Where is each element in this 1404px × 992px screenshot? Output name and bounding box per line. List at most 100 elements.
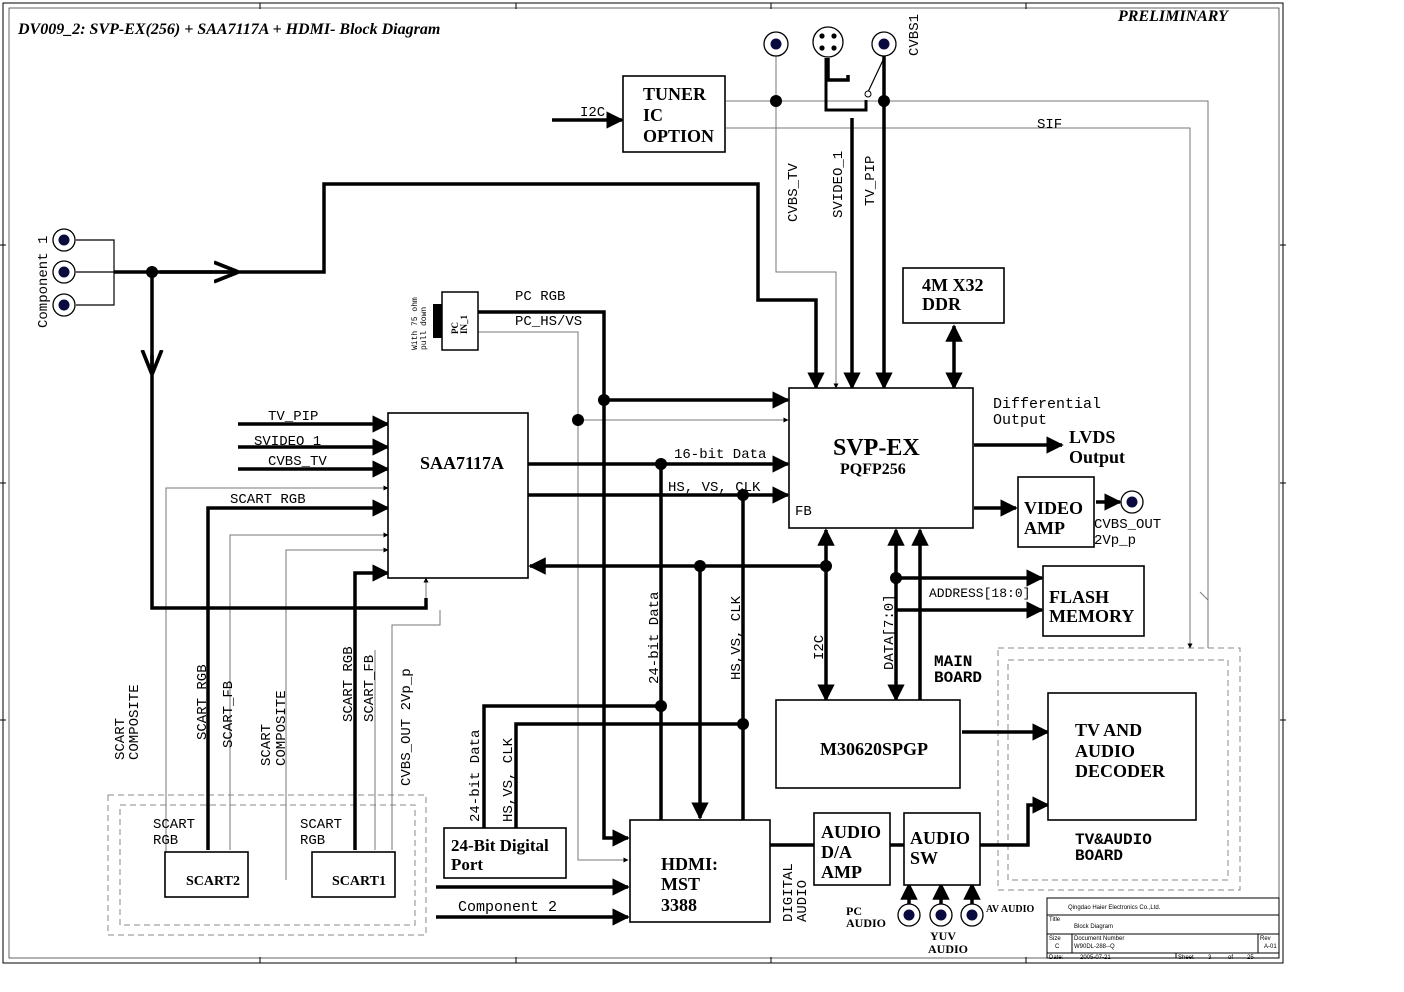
- cvbs-out-vertical-label: CVBS_OUT 2Vp_p: [399, 668, 415, 786]
- document-number-label: Document Number: [1074, 936, 1124, 942]
- pc-audio-jack: [897, 903, 921, 927]
- input-switch: [824, 58, 868, 112]
- audio-amp-line-1: AUDIO: [821, 822, 881, 842]
- pc-in-connector: PC IN_1: [433, 291, 479, 351]
- cvbs-out-label-2: 2Vp_p: [1094, 533, 1136, 549]
- tuner-line-3: OPTION: [643, 126, 714, 146]
- pc-in-label-1: PC: [450, 322, 460, 334]
- pc-rgb-label: PC RGB: [515, 289, 565, 305]
- lvds-label-1: LVDS: [1069, 427, 1115, 447]
- digital-audio-label-2: AUDIO: [795, 880, 811, 922]
- hdmi-line-3: 3388: [661, 895, 697, 915]
- ddr-box: [902, 267, 1005, 324]
- scart-rgb-a-label: SCART RGB: [195, 664, 211, 740]
- svp-ex-name: SVP-EX: [833, 435, 920, 461]
- date-label: Date:: [1049, 955, 1064, 961]
- data-16bit-label: 16-bit Data: [674, 447, 766, 463]
- scart1-rgb-label-2: RGB: [300, 833, 325, 849]
- rev-label: Rev: [1260, 936, 1271, 942]
- address-bus-label: ADDRESS[18:0]: [929, 586, 1030, 601]
- scart-fb-b-label: SCART_FB: [362, 655, 378, 722]
- decoder-line-2: AUDIO: [1075, 741, 1135, 761]
- svp-ex-package: PQFP256: [840, 461, 906, 478]
- video-amp-line-2: AMP: [1024, 518, 1065, 538]
- board-regions: [107, 647, 1241, 936]
- size-label: Size: [1049, 936, 1061, 942]
- port-hs-vs-clk-label: HS,VS, CLK: [501, 737, 517, 822]
- title-value: Block Diagram: [1074, 924, 1113, 930]
- title-block: Qingdao Haier Electronics Co.,Ltd. Title…: [1046, 897, 1280, 961]
- pc-audio-label-1: PC: [846, 904, 862, 918]
- pc-in-label-2: IN_1: [459, 314, 469, 334]
- scart2-rgb-label-1: SCART: [153, 817, 195, 833]
- scart-composite-a-line-1: SCART: [113, 718, 129, 760]
- company-name: Qingdao Haier Electronics Co.,Ltd.: [1068, 905, 1161, 911]
- hs-vs-clk-vertical-label: HS,VS, CLK: [729, 595, 745, 680]
- tvaudio-board-label-2: BOARD: [1075, 847, 1123, 865]
- yuv-audio-jack: [929, 903, 953, 927]
- date-value: 2005-07-21: [1080, 955, 1111, 961]
- scart-composite-b-line-1: SCART: [259, 724, 275, 766]
- differential-output-line-1: Differential: [993, 396, 1101, 413]
- cvbs-out-label-1: CVBS_OUT: [1094, 517, 1161, 533]
- diagram-title: DV009_2: SVP-EX(256) + SAA7117A + HDMI- …: [17, 21, 440, 38]
- hdmi-line-2: MST: [661, 874, 700, 894]
- audio-amp-line-2: D/A: [821, 842, 852, 862]
- port-data-24bit-label: 24-bit Data: [468, 730, 484, 822]
- of-label: of: [1228, 955, 1233, 961]
- decoder-line-3: DECODER: [1075, 761, 1166, 781]
- component1-jack-pb: [52, 260, 76, 284]
- i2c-tuner-label: I2C: [580, 105, 605, 121]
- audio-sw-box: [903, 812, 981, 886]
- svideo-1-vertical-label: SVIDEO_1: [831, 151, 847, 218]
- rca-jacks: [52, 31, 1144, 927]
- saa7117a-box: [387, 412, 529, 579]
- digital-port-box: [443, 827, 567, 879]
- main-board-label-2: BOARD: [934, 669, 982, 687]
- svp-ex-box: [788, 387, 974, 529]
- scart-rgb-b-label: SCART RGB: [341, 646, 357, 722]
- data-7-0-label: DATA[7:0]: [882, 594, 898, 670]
- tv-pip-label: TV_PIP: [268, 409, 318, 425]
- scart-composite-b-line-2: COMPOSITE: [274, 690, 290, 766]
- document-number-value: W90DL-288--Q: [1074, 944, 1115, 950]
- tuner-line-2: IC: [643, 105, 663, 125]
- scart-rgb-input-label: SCART RGB: [230, 492, 306, 508]
- audio-sw-line-2: SW: [910, 848, 938, 868]
- digital-audio-label-1: DIGITAL: [781, 863, 797, 922]
- pc-audio-label-2: AUDIO: [846, 916, 886, 930]
- pulldown-note-2: pull down: [420, 307, 429, 350]
- junction-dots: [146, 95, 902, 730]
- switch-contact: [864, 90, 872, 98]
- video-amp-box: [1017, 476, 1095, 548]
- component1-jack-y: [52, 228, 76, 252]
- pc-hsvs-label: PC_HS/VS: [515, 314, 582, 330]
- cvbs1-jack: [871, 31, 897, 57]
- pulldown-note-1: With 75 ohm: [411, 297, 420, 350]
- av-audio-label: AV AUDIO: [986, 904, 1034, 915]
- data-24bit-vertical-label: 24-bit Data: [647, 592, 663, 684]
- m30620spgp-name: M30620SPGP: [820, 739, 928, 759]
- component1-jack-pr: [52, 293, 76, 317]
- size-value: C: [1055, 944, 1060, 950]
- ddr-line-2: DDR: [922, 294, 962, 314]
- tuner-box: [622, 75, 726, 153]
- hdmi-line-1: HDMI:: [661, 854, 718, 874]
- scart-fb-a-label: SCART_FB: [221, 681, 237, 748]
- tv-pip-vertical-label: TV_PIP: [863, 156, 879, 206]
- ddr-line-1: 4M X32: [922, 275, 984, 295]
- bus-lines: [114, 44, 1122, 926]
- scart2-rgb-label-2: RGB: [153, 833, 178, 849]
- saa7117a-name: SAA7117A: [420, 453, 504, 473]
- scart2-box: [164, 851, 249, 898]
- digital-port-line-1: 24-Bit Digital: [451, 836, 549, 855]
- tvaudio-board-label-1: TV&AUDIO: [1075, 831, 1152, 849]
- of-value: 25: [1247, 955, 1254, 961]
- video-amp-line-1: VIDEO: [1024, 498, 1083, 518]
- scart1-box: [311, 851, 396, 898]
- main-board-label-1: MAIN: [934, 653, 972, 671]
- yuv-audio-label-1: YUV: [930, 929, 956, 943]
- connector-leads: [76, 57, 885, 306]
- fb-label: FB: [795, 504, 812, 520]
